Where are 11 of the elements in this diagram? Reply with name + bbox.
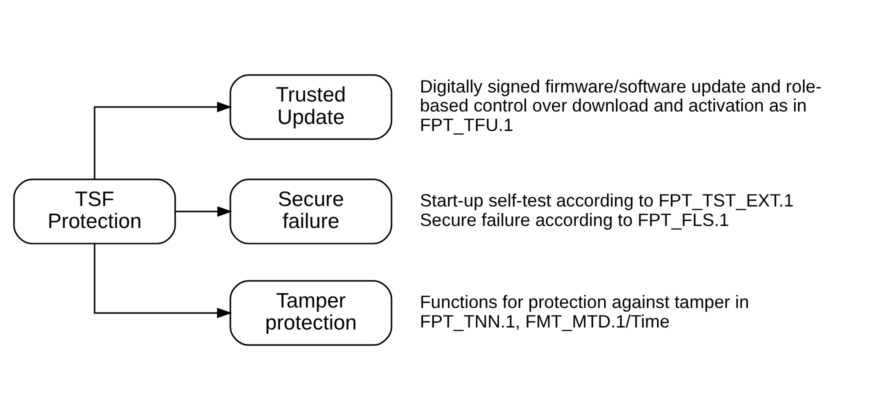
node-label: Secure failure according to FPT_FLS.1 <box>420 210 730 230</box>
arrow <box>94 102 232 180</box>
node-box: Secure failure <box>230 178 392 244</box>
node-label: Functions for protection against tamper in FPT_TNN.1, FMT_MTD.1/Time <box>420 292 750 332</box>
node-box: TSF Protection <box>13 178 176 244</box>
node-label: Start-up self-test according to FPT_TST_EXT.1 <box>420 190 794 210</box>
node-box: Trusted Update <box>230 74 392 140</box>
node-label: Digitally signed firmware/software update and role-based control over download and activation as in FPT_TFU.1 <box>420 76 822 136</box>
node-box: Tamper protection <box>230 280 392 346</box>
arrow <box>176 206 232 217</box>
arrow <box>94 244 232 318</box>
